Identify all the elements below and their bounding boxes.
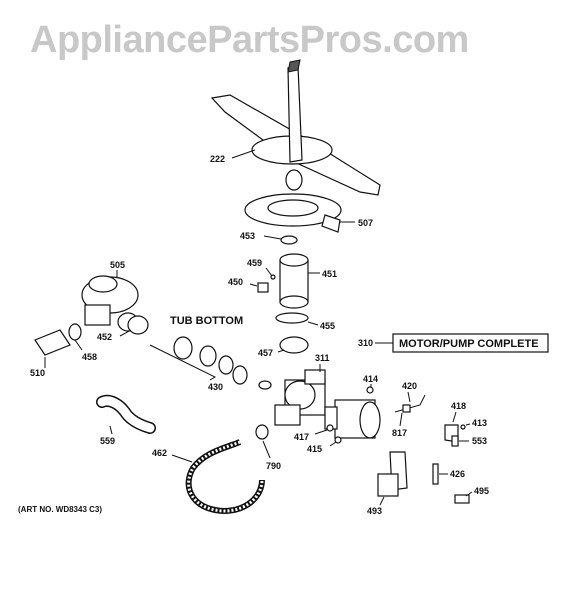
spray-arm-222 (210, 59, 381, 196)
label-426: 426 (450, 469, 465, 479)
label-430: 430 (208, 382, 223, 392)
screw-414 (366, 386, 374, 394)
label-455: 455 (320, 321, 335, 331)
label-420: 420 (402, 381, 417, 391)
label-459: 459 (247, 258, 262, 268)
ring-453 (280, 235, 298, 245)
tub-bottom-label: TUB BOTTOM (170, 315, 243, 327)
label-457: 457 (258, 348, 273, 358)
part-553 (451, 435, 459, 447)
part-426 (432, 463, 439, 485)
gasket-457 (279, 336, 309, 354)
label-790: 790 (266, 461, 281, 471)
clamp-458 (68, 323, 82, 341)
label-458: 458 (82, 352, 97, 362)
label-418: 418 (451, 401, 466, 411)
inlet-510 (34, 329, 71, 356)
motor (324, 399, 381, 439)
screw-415 (334, 436, 342, 444)
watermark: AppliancePartsPros.com (30, 19, 469, 61)
diverter-505 (81, 275, 139, 332)
label-414: 414 (363, 374, 378, 384)
clamp-452 (127, 315, 149, 335)
label-452: 452 (97, 332, 112, 342)
impeller-group-430 (173, 336, 272, 390)
label-413: 413 (472, 418, 487, 428)
label-453: 453 (240, 231, 255, 241)
label-222: 222 (210, 154, 225, 164)
screw-417 (326, 424, 334, 432)
label-451: 451 (322, 269, 337, 279)
bracket-493 (377, 451, 408, 497)
label-559: 559 (100, 436, 115, 446)
label-507: 507 (358, 218, 373, 228)
label-817: 817 (392, 428, 407, 438)
label-462: 462 (152, 448, 167, 458)
filter-cover-507 (244, 193, 342, 233)
label-553: 553 (472, 436, 487, 446)
drain-hose-462 (185, 439, 265, 514)
motor-pump-label: MOTOR/PUMP COMPLETE (399, 338, 539, 350)
clip-817 (402, 404, 411, 413)
clamp-790 (255, 424, 269, 440)
label-417: 417 (294, 432, 309, 442)
clip-450 (257, 282, 269, 293)
label-311: 311 (315, 353, 330, 363)
pump-housing-451 (279, 253, 309, 309)
label-310: 310 (358, 338, 373, 348)
screw-413 (460, 424, 466, 430)
art-number: (ART NO. WD8343 C3) (18, 505, 102, 514)
part-495 (454, 494, 470, 504)
label-510: 510 (30, 368, 45, 378)
seal-455 (275, 312, 309, 324)
label-505: 505 (110, 260, 125, 270)
pump-311 (274, 369, 326, 426)
label-450: 450 (228, 277, 243, 287)
motor-pump-box (392, 333, 549, 353)
label-493: 493 (367, 506, 382, 516)
label-495: 495 (474, 486, 489, 496)
label-415: 415 (307, 444, 322, 454)
